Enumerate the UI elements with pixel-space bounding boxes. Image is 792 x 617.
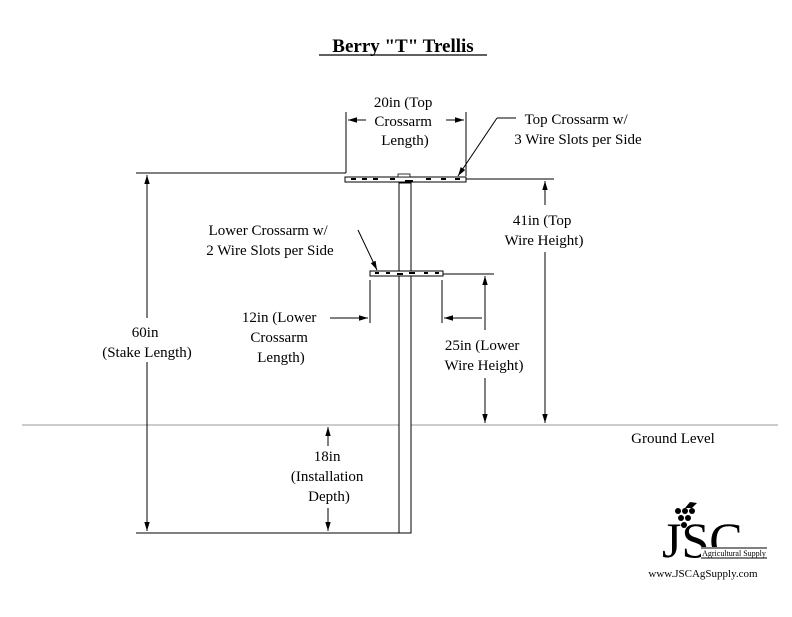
top-crossarm (344, 173, 467, 183)
label-ground-level: Ground Level (631, 431, 715, 447)
jsc-logo: JSC Agricultural Supply www.JSCAgSupply.… (648, 502, 767, 580)
grape-icon (675, 502, 697, 528)
logo-url: www.JSCAgSupply.com (648, 568, 758, 580)
label-top-wire-height: 41in (Top Wire Height) (505, 213, 584, 249)
label-lower-wire-height: 25in (Lower Wire Height) (445, 338, 524, 374)
top-wire-slots (351, 178, 460, 182)
label-stake-length: 60in (Stake Length) (102, 325, 192, 361)
logo-tagline-bg (701, 547, 767, 559)
lower-crossarm (369, 270, 444, 277)
leader-lower-crossarm (357, 229, 378, 271)
stake (398, 182, 412, 534)
leader-top-crossarm-b (457, 117, 498, 177)
diagram-title: Berry "T" Trellis (332, 36, 473, 57)
label-lower-crossarm-length: 12in (Lower Crossarm Length) (242, 310, 320, 366)
label-top-crossarm-length: 20in (Top Crossarm Length) (374, 95, 436, 149)
label-lower-crossarm: Lower Crossarm w/ 2 Wire Slots per Side (206, 223, 334, 259)
lower-wire-slots (375, 272, 439, 275)
label-top-crossarm: Top Crossarm w/ 3 Wire Slots per Side (514, 112, 642, 148)
logo-tagline: Agricultural Supply (702, 549, 766, 558)
extension-lines (136, 112, 554, 534)
label-installation-depth: 18in (Installation Depth) (291, 449, 367, 505)
logo-mark: JSC (662, 512, 743, 568)
